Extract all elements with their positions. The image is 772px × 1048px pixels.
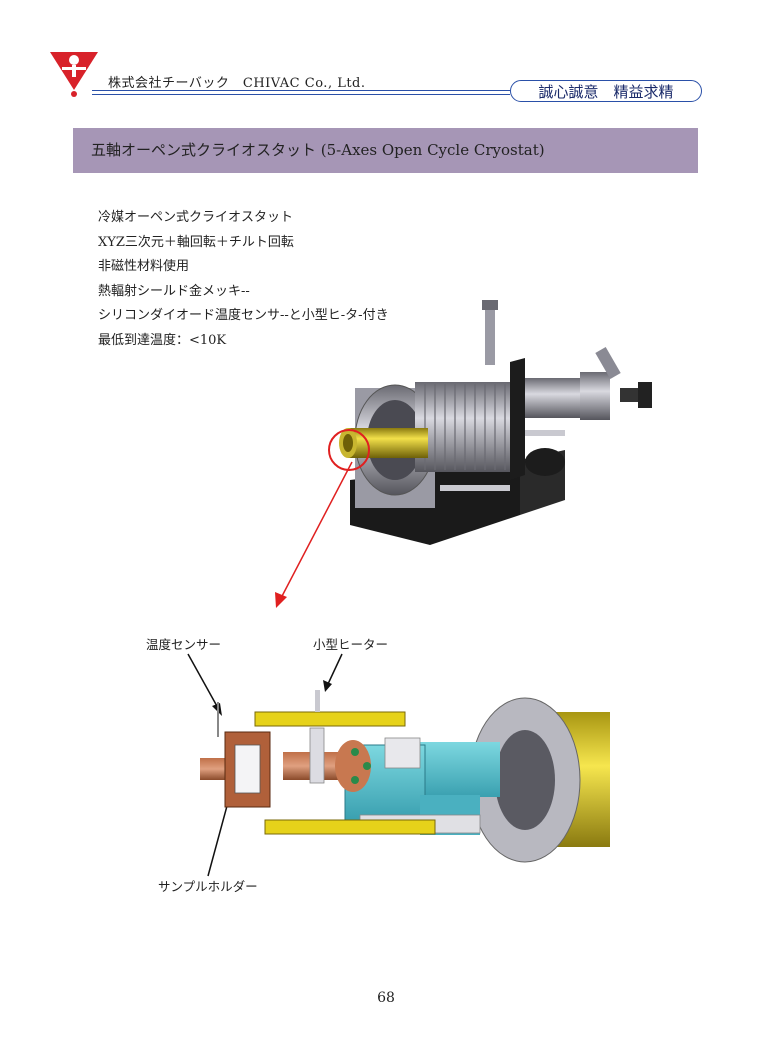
- sample-holder-detail-image: [200, 690, 610, 863]
- company-motto: 誠心誠意 精益求精: [510, 80, 702, 102]
- feature-list: 冷媒オーペン式クライオスタット XYZ三次元＋軸回転＋チルト回転 非磁性材料使用…: [98, 206, 389, 353]
- feature-item: 最低到達温度：<10K: [98, 332, 227, 348]
- feature-item: 冷媒オーペン式クライオスタット: [98, 210, 294, 225]
- sample-holder-label: サンプルホルダー: [158, 879, 258, 894]
- feature-item: シリコンダイオード温度センサ--と小型ヒ-タ-付き: [98, 308, 389, 323]
- feature-item: 非磁性材料使用: [98, 259, 190, 274]
- page-number: 68: [377, 990, 395, 1006]
- red-arrow: [275, 461, 353, 608]
- company-name: 株式会社チーバック CHIVAC Co., Ltd.: [108, 76, 366, 91]
- heater-label: 小型ヒーター: [313, 637, 389, 652]
- header-rule-thin: [92, 94, 510, 95]
- temperature-sensor-label: 温度センサー: [146, 637, 222, 652]
- chivac-logo: [50, 52, 98, 97]
- cryostat-overview-image: [328, 300, 652, 545]
- feature-item: 熱輻射シールド金メッキ--: [98, 283, 250, 299]
- header-rule: [92, 90, 510, 91]
- feature-item: XYZ三次元＋軸回転＋チルト回転: [98, 234, 294, 250]
- section-banner: 五軸オーペン式クライオスタット (5-Axes Open Cycle Cryos…: [73, 128, 698, 173]
